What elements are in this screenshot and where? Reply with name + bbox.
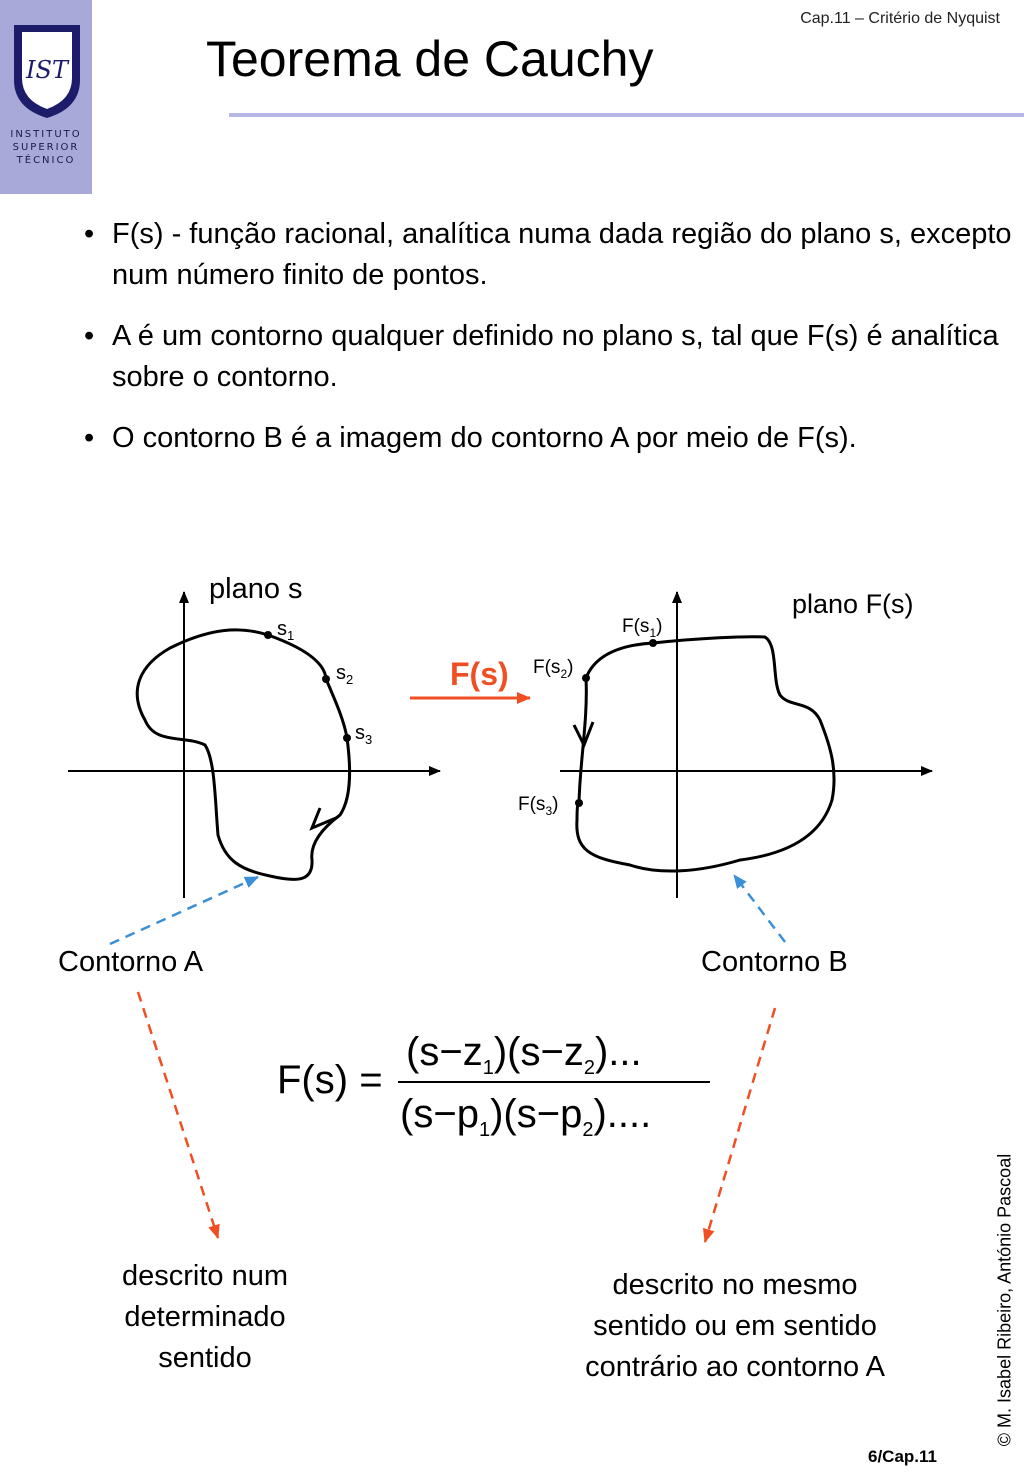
s-plane-label: plano s: [209, 573, 303, 605]
page-number: 6/Cap.11: [868, 1447, 937, 1466]
description-a-arrow: [136, 991, 220, 1239]
point-label-f-s3: F(s3): [518, 794, 559, 818]
chapter-label: Cap.11 – Critério de Nyquist: [800, 10, 1000, 27]
f-plane-label: plano F(s): [792, 589, 914, 619]
institution-logo: IST INSTITUTO SUPERIOR TÉCNICO: [0, 0, 92, 194]
bullet-item: A é um contorno qualquer definido no pla…: [84, 316, 1014, 398]
contour-b-pointer-arrow: [733, 874, 786, 943]
contour-a-curve: [135, 628, 352, 881]
logo-line: TÉCNICO: [16, 155, 76, 166]
point-f-s2: [582, 674, 590, 682]
description-left: descrito num determinado sentido: [121, 1260, 288, 1374]
point-s3: [343, 734, 351, 742]
logo-line: SUPERIOR: [12, 142, 80, 153]
point-label-f-s1: F(s1): [622, 616, 663, 640]
contour-b-curve: [575, 635, 836, 873]
point-label-s2: s2: [336, 662, 354, 687]
point-label-s3: s3: [355, 722, 373, 747]
bullet-item: F(s) - função racional, analítica numa d…: [84, 214, 1014, 296]
logo-monogram: IST: [25, 56, 70, 84]
description-right: descrito no mesmo sentido ou em sentido …: [585, 1269, 885, 1383]
contour-b-label: Contorno B: [701, 946, 848, 978]
logo-line: INSTITUTO: [10, 129, 82, 140]
point-label-s1: s1: [277, 618, 295, 643]
description-b-arrow: [702, 1007, 777, 1243]
formula-numerator: (s−z1)(s−z2)...: [406, 1030, 642, 1079]
copyright-text: © M. Isabel Ribeiro, António Pascoal: [994, 1153, 1015, 1447]
contour-a-direction-arrow: [309, 807, 337, 831]
formula-lhs: F(s) =: [277, 1058, 383, 1102]
formula-denominator: (s−p1)(s−p2)....: [400, 1092, 652, 1141]
ist-shield-logo-icon: IST: [14, 25, 80, 118]
slide-title: Teorema de Cauchy: [206, 31, 654, 87]
bullet-item: O contorno B é a imagem do contorno A po…: [84, 418, 1014, 459]
mapping-label: F(s): [450, 656, 509, 692]
point-s1: [264, 631, 272, 639]
bullet-list: F(s) - função racional, analítica numa d…: [84, 214, 1014, 479]
point-f-s1: [649, 639, 657, 647]
contour-b-direction-arrow: [572, 721, 595, 749]
point-f-s3: [575, 799, 583, 807]
point-s2: [322, 675, 330, 683]
point-label-f-s2: F(s2): [533, 657, 574, 681]
logo-text: INSTITUTO SUPERIOR TÉCNICO: [0, 128, 92, 167]
contour-a-label: Contorno A: [58, 946, 204, 978]
title-divider: [229, 113, 1024, 117]
